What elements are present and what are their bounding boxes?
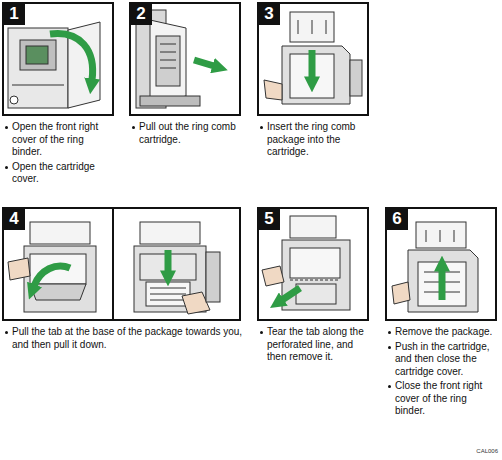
step-caption: Pull the tab at the base of the package …: [4, 326, 244, 351]
step-caption: Open the front right cover of the ring b…: [4, 121, 114, 186]
instruction-text: Insert the ring comb package into the ca…: [267, 121, 355, 157]
instruction-text: Remove the package.: [395, 326, 492, 337]
bullet-dot: [132, 126, 135, 129]
bullet-item: Close the front right cover of the ring …: [387, 380, 499, 418]
bullet-dot: [5, 331, 8, 334]
bullet-item: Open the front right cover of the ring b…: [4, 121, 114, 159]
instruction-text: Pull out the ring comb cartridge.: [139, 121, 236, 145]
bullet-dot: [388, 385, 391, 388]
step-number: 1: [3, 3, 25, 25]
bullet-dot: [260, 126, 263, 129]
figure-code: CAL006: [476, 448, 498, 455]
bullet-item: Pull the tab at the base of the package …: [4, 326, 244, 351]
step-number: 4: [3, 208, 25, 230]
step-number: 2: [130, 3, 152, 25]
instruction-text: Open the cartridge cover.: [12, 161, 95, 185]
step-caption: Tear the tab along the perforated line, …: [259, 326, 371, 364]
bullet-item: Remove the package.: [387, 326, 499, 339]
instruction-text: Tear the tab along the perforated line, …: [267, 326, 364, 362]
bullet-dot: [388, 346, 391, 349]
step-number: 5: [258, 208, 280, 230]
bullet-dot: [5, 166, 8, 169]
step-caption: Insert the ring comb package into the ca…: [259, 121, 371, 159]
bullet-dot: [5, 126, 8, 129]
bullet-item: Insert the ring comb package into the ca…: [259, 121, 371, 159]
bullet-item: Push in the cartridge, and then close th…: [387, 341, 499, 379]
bullet-item: Tear the tab along the perforated line, …: [259, 326, 371, 364]
instruction-text: Pull the tab at the base of the package …: [12, 326, 242, 350]
step-number: 3: [258, 3, 280, 25]
step-caption: Remove the package. Push in the cartridge…: [387, 326, 499, 418]
instruction-text: Open the front right cover of the ring b…: [12, 121, 98, 157]
step-number: 6: [386, 208, 408, 230]
bullet-item: Pull out the ring comb cartridge.: [131, 121, 241, 146]
bullet-dot: [388, 331, 391, 334]
step-caption: Pull out the ring comb cartridge.: [131, 121, 241, 146]
instruction-text: Close the front right cover of the ring …: [395, 380, 482, 416]
instruction-text: Push in the cartridge, and then close th…: [395, 341, 490, 377]
bullet-dot: [260, 331, 263, 334]
bullet-item: Open the cartridge cover.: [4, 161, 114, 186]
